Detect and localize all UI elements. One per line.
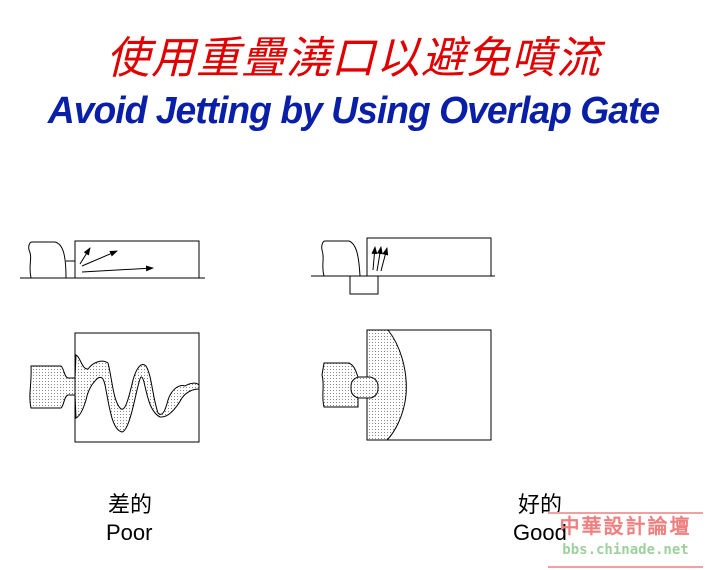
title-chinese: 使用重疊澆口以避免噴流 bbox=[106, 33, 601, 84]
poor-label-en: Poor bbox=[106, 520, 153, 545]
watermark-url: bbs.chinade.net bbox=[562, 542, 689, 558]
poor-side-view bbox=[20, 240, 205, 279]
title-english: Avoid Jetting by Using Overlap Gate bbox=[47, 90, 660, 132]
poor-top-view bbox=[29, 332, 200, 443]
good-top-view bbox=[321, 329, 492, 441]
watermark: 中華設計論壇 bbs.chinade.net bbox=[548, 512, 703, 568]
good-label-en: Good bbox=[513, 520, 567, 545]
good-side-view bbox=[311, 237, 495, 295]
watermark-name: 中華設計論壇 bbox=[559, 516, 692, 538]
poor-label-zh: 差的 bbox=[108, 492, 153, 517]
